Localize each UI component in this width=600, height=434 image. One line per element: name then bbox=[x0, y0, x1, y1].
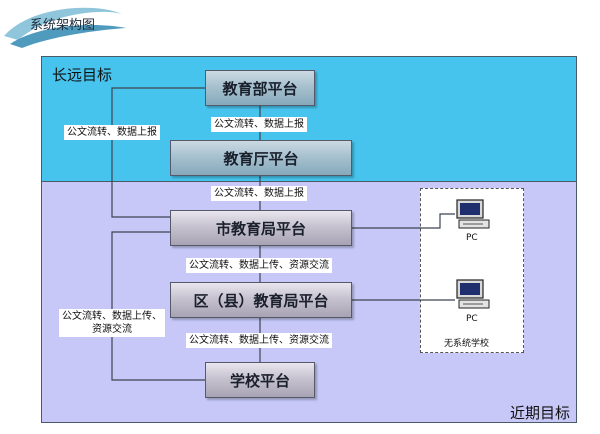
pc-computer-icon bbox=[456, 279, 490, 309]
page-title: 系统架构图 bbox=[30, 18, 96, 33]
ministry-platform: 教育部平台 bbox=[205, 70, 315, 106]
district-bureau-platform: 区（县）教育局平台 bbox=[170, 282, 352, 318]
no-system-school-label: 无系统学校 bbox=[444, 339, 490, 349]
flow-label-ministry-dept: 公文流转、数据上报 bbox=[211, 117, 307, 132]
flow-label-city-district: 公文流转、数据上传、资源交流 bbox=[186, 258, 332, 273]
flow-label-ministry-city-side: 公文流转、数据上报 bbox=[64, 125, 160, 140]
flow-label-school-city-side: 公文流转、数据上传、资源交流 bbox=[59, 309, 165, 337]
long-term-label: 长远目标 bbox=[52, 66, 113, 84]
city-bureau-platform: 市教育局平台 bbox=[170, 210, 352, 246]
department-platform: 教育厅平台 bbox=[170, 140, 352, 176]
short-term-label: 近期目标 bbox=[510, 404, 571, 422]
flow-label-district-school: 公文流转、数据上传、资源交流 bbox=[186, 333, 332, 348]
pc-label-2: PC bbox=[466, 314, 478, 324]
school-platform: 学校平台 bbox=[205, 362, 315, 398]
header-swoosh-decoration bbox=[4, 7, 126, 48]
pc-label-1: PC bbox=[466, 233, 478, 243]
pc-computer-icon bbox=[456, 199, 490, 229]
flow-label-dept-city: 公文流转、数据上报 bbox=[211, 186, 307, 201]
